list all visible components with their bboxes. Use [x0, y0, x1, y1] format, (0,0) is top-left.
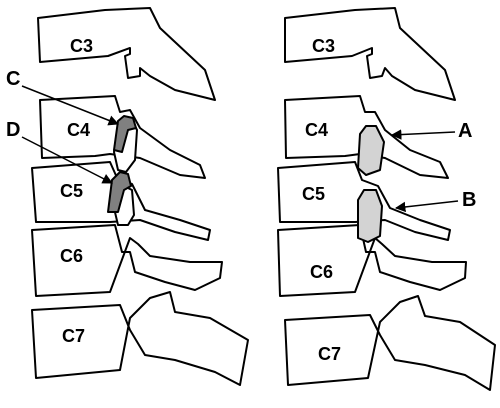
right-vertebra-c3: C3	[284, 7, 456, 101]
right-vertebra-c6: C6	[277, 224, 467, 297]
left-lesion-d	[107, 171, 132, 213]
left-label-c6: C6	[60, 246, 83, 266]
left-lesion-c	[113, 115, 137, 153]
left-label-c7: C7	[62, 326, 85, 346]
callout-d-arrow	[21, 136, 113, 184]
right-label-c5: C5	[302, 184, 325, 204]
callout-b-label: B	[462, 189, 476, 211]
left-label-c5: C5	[60, 181, 83, 201]
left-vertebra-c3: C3	[37, 7, 216, 101]
callout-a-label: A	[458, 120, 472, 142]
left-label-c3: C3	[70, 36, 93, 56]
callout-c-label: C	[6, 68, 20, 90]
right-label-c3: C3	[312, 36, 335, 56]
callout-b-arrow	[394, 200, 459, 213]
right-label-c4: C4	[305, 120, 328, 140]
right-label-c6: C6	[310, 262, 333, 282]
left-vertebra-c6: C6	[31, 224, 223, 297]
callout-d-label: D	[6, 119, 20, 141]
right-spine-panel: C3 C4 C5 C6 C7 A B	[277, 7, 496, 391]
callout-c-arrow	[21, 85, 119, 126]
left-spine-panel: C3 C4 C5 C6 C7 C D	[6, 7, 249, 386]
right-vertebra-c7: C7	[284, 295, 496, 391]
right-label-c7: C7	[318, 344, 341, 364]
left-label-c4: C4	[67, 120, 90, 140]
right-lesion-a	[357, 125, 385, 176]
right-lesion-b	[357, 189, 383, 243]
left-vertebra-c7: C7	[31, 291, 249, 386]
callout-a-arrow	[390, 129, 456, 140]
